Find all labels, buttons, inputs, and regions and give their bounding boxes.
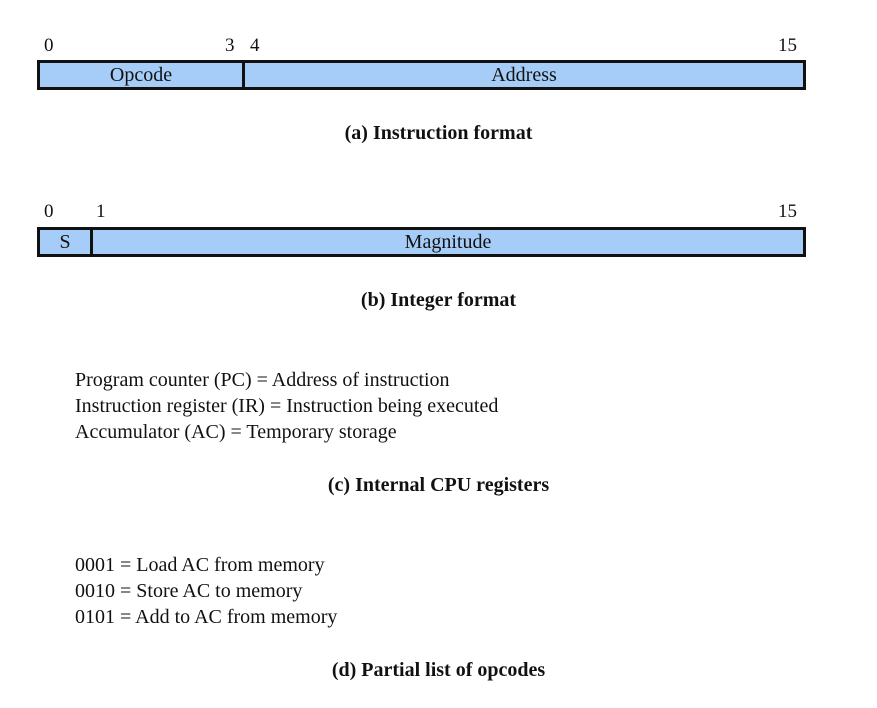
int-bit-1-label: 1	[96, 201, 106, 222]
int-bit-0-label: 0	[44, 201, 54, 222]
instruction-format-bar: Opcode Address	[37, 60, 806, 90]
instr-bit-0-label: 0	[44, 35, 54, 56]
register-line-ac: Accumulator (AC) = Temporary storage	[75, 421, 397, 443]
magnitude-field: Magnitude	[93, 230, 803, 254]
register-line-pc: Program counter (PC) = Address of instru…	[75, 369, 450, 391]
sign-field-label: S	[59, 231, 71, 253]
int-bit-15-label: 15	[778, 201, 797, 222]
integer-format-bar: S Magnitude	[37, 227, 806, 257]
opcode-line-add: 0101 = Add to AC from memory	[75, 606, 338, 628]
opcode-line-load: 0001 = Load AC from memory	[75, 554, 325, 576]
address-field: Address	[245, 63, 803, 87]
opcode-line-store: 0010 = Store AC to memory	[75, 580, 303, 602]
registers-list: Program counter (PC) = Address of instru…	[75, 367, 498, 445]
magnitude-field-label: Magnitude	[404, 231, 492, 253]
instr-bit-15-label: 15	[778, 35, 797, 56]
registers-caption: (c) Internal CPU registers	[327, 474, 550, 496]
integer-format-caption: (b) Integer format	[360, 289, 517, 311]
register-line-ir: Instruction register (IR) = Instruction …	[75, 395, 499, 417]
instr-bit-4-label: 4	[250, 35, 260, 56]
instruction-format-caption: (a) Instruction format	[344, 122, 533, 144]
sign-field: S	[40, 230, 93, 254]
opcodes-list: 0001 = Load AC from memory 0010 = Store …	[75, 552, 337, 630]
address-field-label: Address	[491, 64, 557, 86]
instr-bit-3-label: 3	[225, 35, 235, 56]
opcode-field: Opcode	[40, 63, 245, 87]
opcodes-caption: (d) Partial list of opcodes	[331, 659, 546, 681]
opcode-field-label: Opcode	[109, 64, 173, 86]
